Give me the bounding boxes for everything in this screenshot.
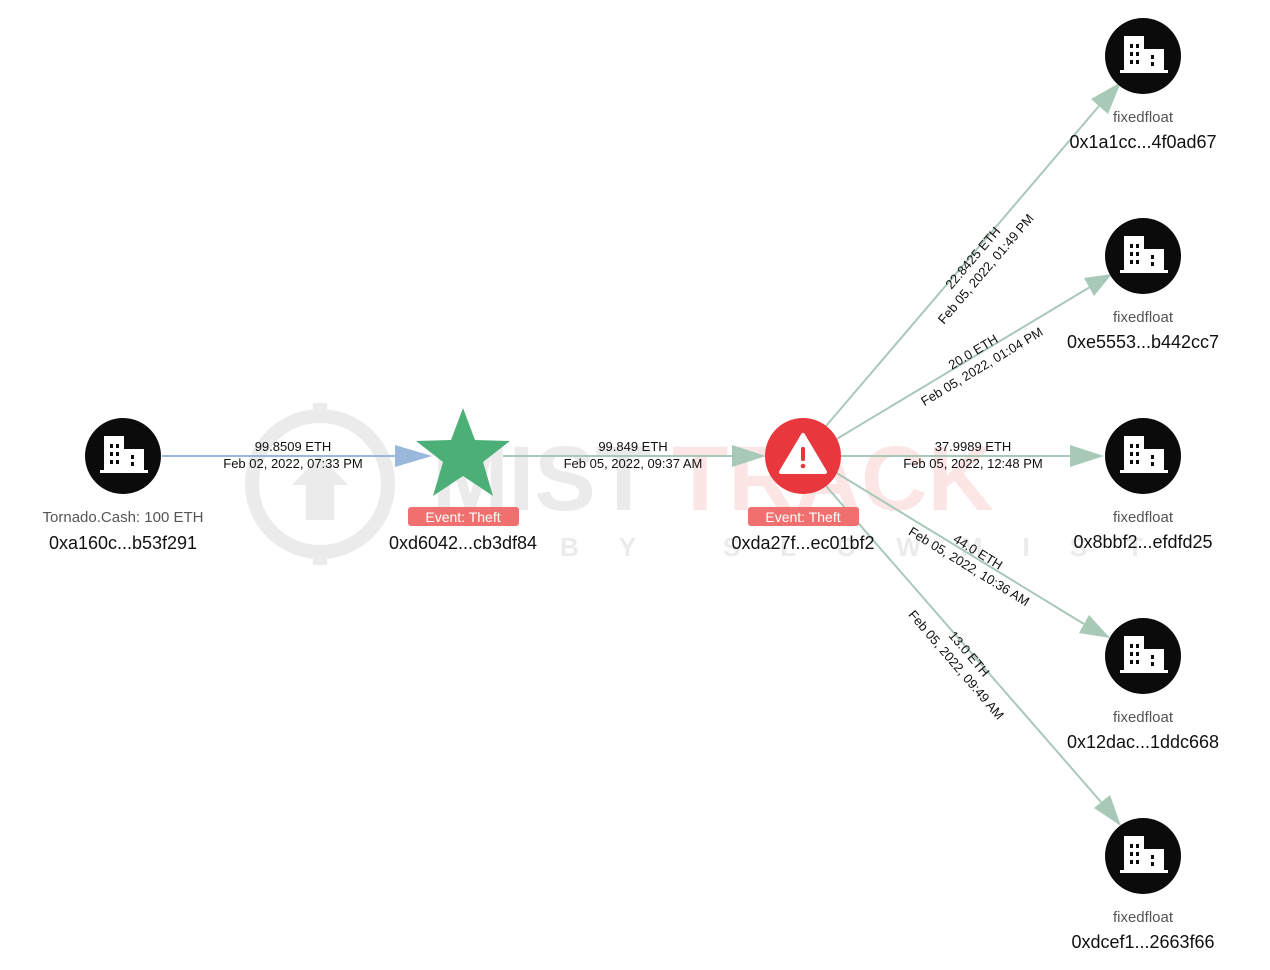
node-target-2[interactable]: fixedfloat 0xe5553...b442cc7 [1067,218,1219,352]
watermark-logo-icon [245,403,395,565]
edge-amount-label: 37.9989 ETH [935,439,1012,454]
node-address-label[interactable]: 0xda27f...ec01bf2 [731,533,874,553]
edge-alert-to-target-3[interactable]: 37.9989 ETH Feb 05, 2022, 12:48 PM [841,439,1104,471]
node-address-label[interactable]: 0xd6042...cb3df84 [389,533,537,553]
node-address-label[interactable]: 0x12dac...1ddc668 [1067,732,1219,752]
arrowhead-icon [1084,274,1112,296]
edge-source-to-star[interactable]: 99.8509 ETH Feb 02, 2022, 07:33 PM [162,439,432,471]
event-badge-label: Event: Theft [425,509,500,525]
building-icon [100,436,148,473]
event-badge [748,507,859,526]
node-name-label: fixedfloat [1113,909,1174,926]
watermark-tagline: BY SLOWMIST [560,532,1183,562]
edge-date-label: Feb 05, 2022, 09:37 AM [564,456,703,471]
arrowhead-icon [1094,795,1121,826]
building-icon [1120,836,1168,873]
building-icon [1120,436,1168,473]
edge-alert-to-target-2[interactable]: 20.0 ETH Feb 05, 2022, 01:04 PM [834,274,1112,441]
node-name-label: Tornado.Cash: 100 ETH [43,509,204,526]
node-address-label[interactable]: 0x8bbf2...efdfd25 [1073,532,1212,552]
arrowhead-icon [732,445,766,467]
node-address-label[interactable]: 0xa160c...b53f291 [49,533,197,553]
node-name-label: fixedfloat [1113,509,1174,526]
edge-amount-label: 99.8509 ETH [255,439,332,454]
node-target-4[interactable]: fixedfloat 0x12dac...1ddc668 [1067,618,1219,752]
edge-date-label: Feb 05, 2022, 12:48 PM [903,456,1042,471]
edge-date-label: Feb 02, 2022, 07:33 PM [223,456,362,471]
arrowhead-icon [1079,615,1110,638]
arrowhead-icon [1070,445,1104,467]
alert-icon [779,433,827,474]
node-target-3[interactable]: fixedfloat 0x8bbf2...efdfd25 [1073,418,1213,552]
event-badge [408,507,519,526]
node-name-label: fixedfloat [1113,109,1174,126]
nodes-layer: Tornado.Cash: 100 ETH 0xa160c...b53f291 … [43,18,1219,952]
edge-date-label: Feb 05, 2022, 09:49 AM [906,607,1008,722]
node-target-1[interactable]: fixedfloat 0x1a1cc...4f0ad67 [1069,18,1217,152]
node-source[interactable]: Tornado.Cash: 100 ETH 0xa160c...b53f291 [43,418,204,553]
node-target-5[interactable]: fixedfloat 0xdcef1...2663f66 [1071,818,1215,952]
node-address-label[interactable]: 0x1a1cc...4f0ad67 [1069,132,1216,152]
star-icon [416,408,510,496]
building-icon [1120,36,1168,73]
event-badge-label: Event: Theft [765,509,840,525]
edge-star-to-alert[interactable]: 99.849 ETH Feb 05, 2022, 09:37 AM [503,439,766,471]
node-address-label[interactable]: 0xe5553...b442cc7 [1067,332,1219,352]
building-icon [1120,636,1168,673]
edge-amount-label: 99.849 ETH [598,439,667,454]
arrowhead-icon [395,445,432,467]
node-address-label[interactable]: 0xdcef1...2663f66 [1071,932,1214,952]
node-theft-alert[interactable]: Event: Theft 0xda27f...ec01bf2 [731,418,875,553]
node-name-label: fixedfloat [1113,309,1174,326]
building-icon [1120,236,1168,273]
arrowhead-icon [1091,82,1121,114]
edge-date-label: Feb 05, 2022, 01:49 PM [935,211,1037,327]
node-theft-origin[interactable]: Event: Theft 0xd6042...cb3df84 [389,408,537,553]
node-name-label: fixedfloat [1113,709,1174,726]
